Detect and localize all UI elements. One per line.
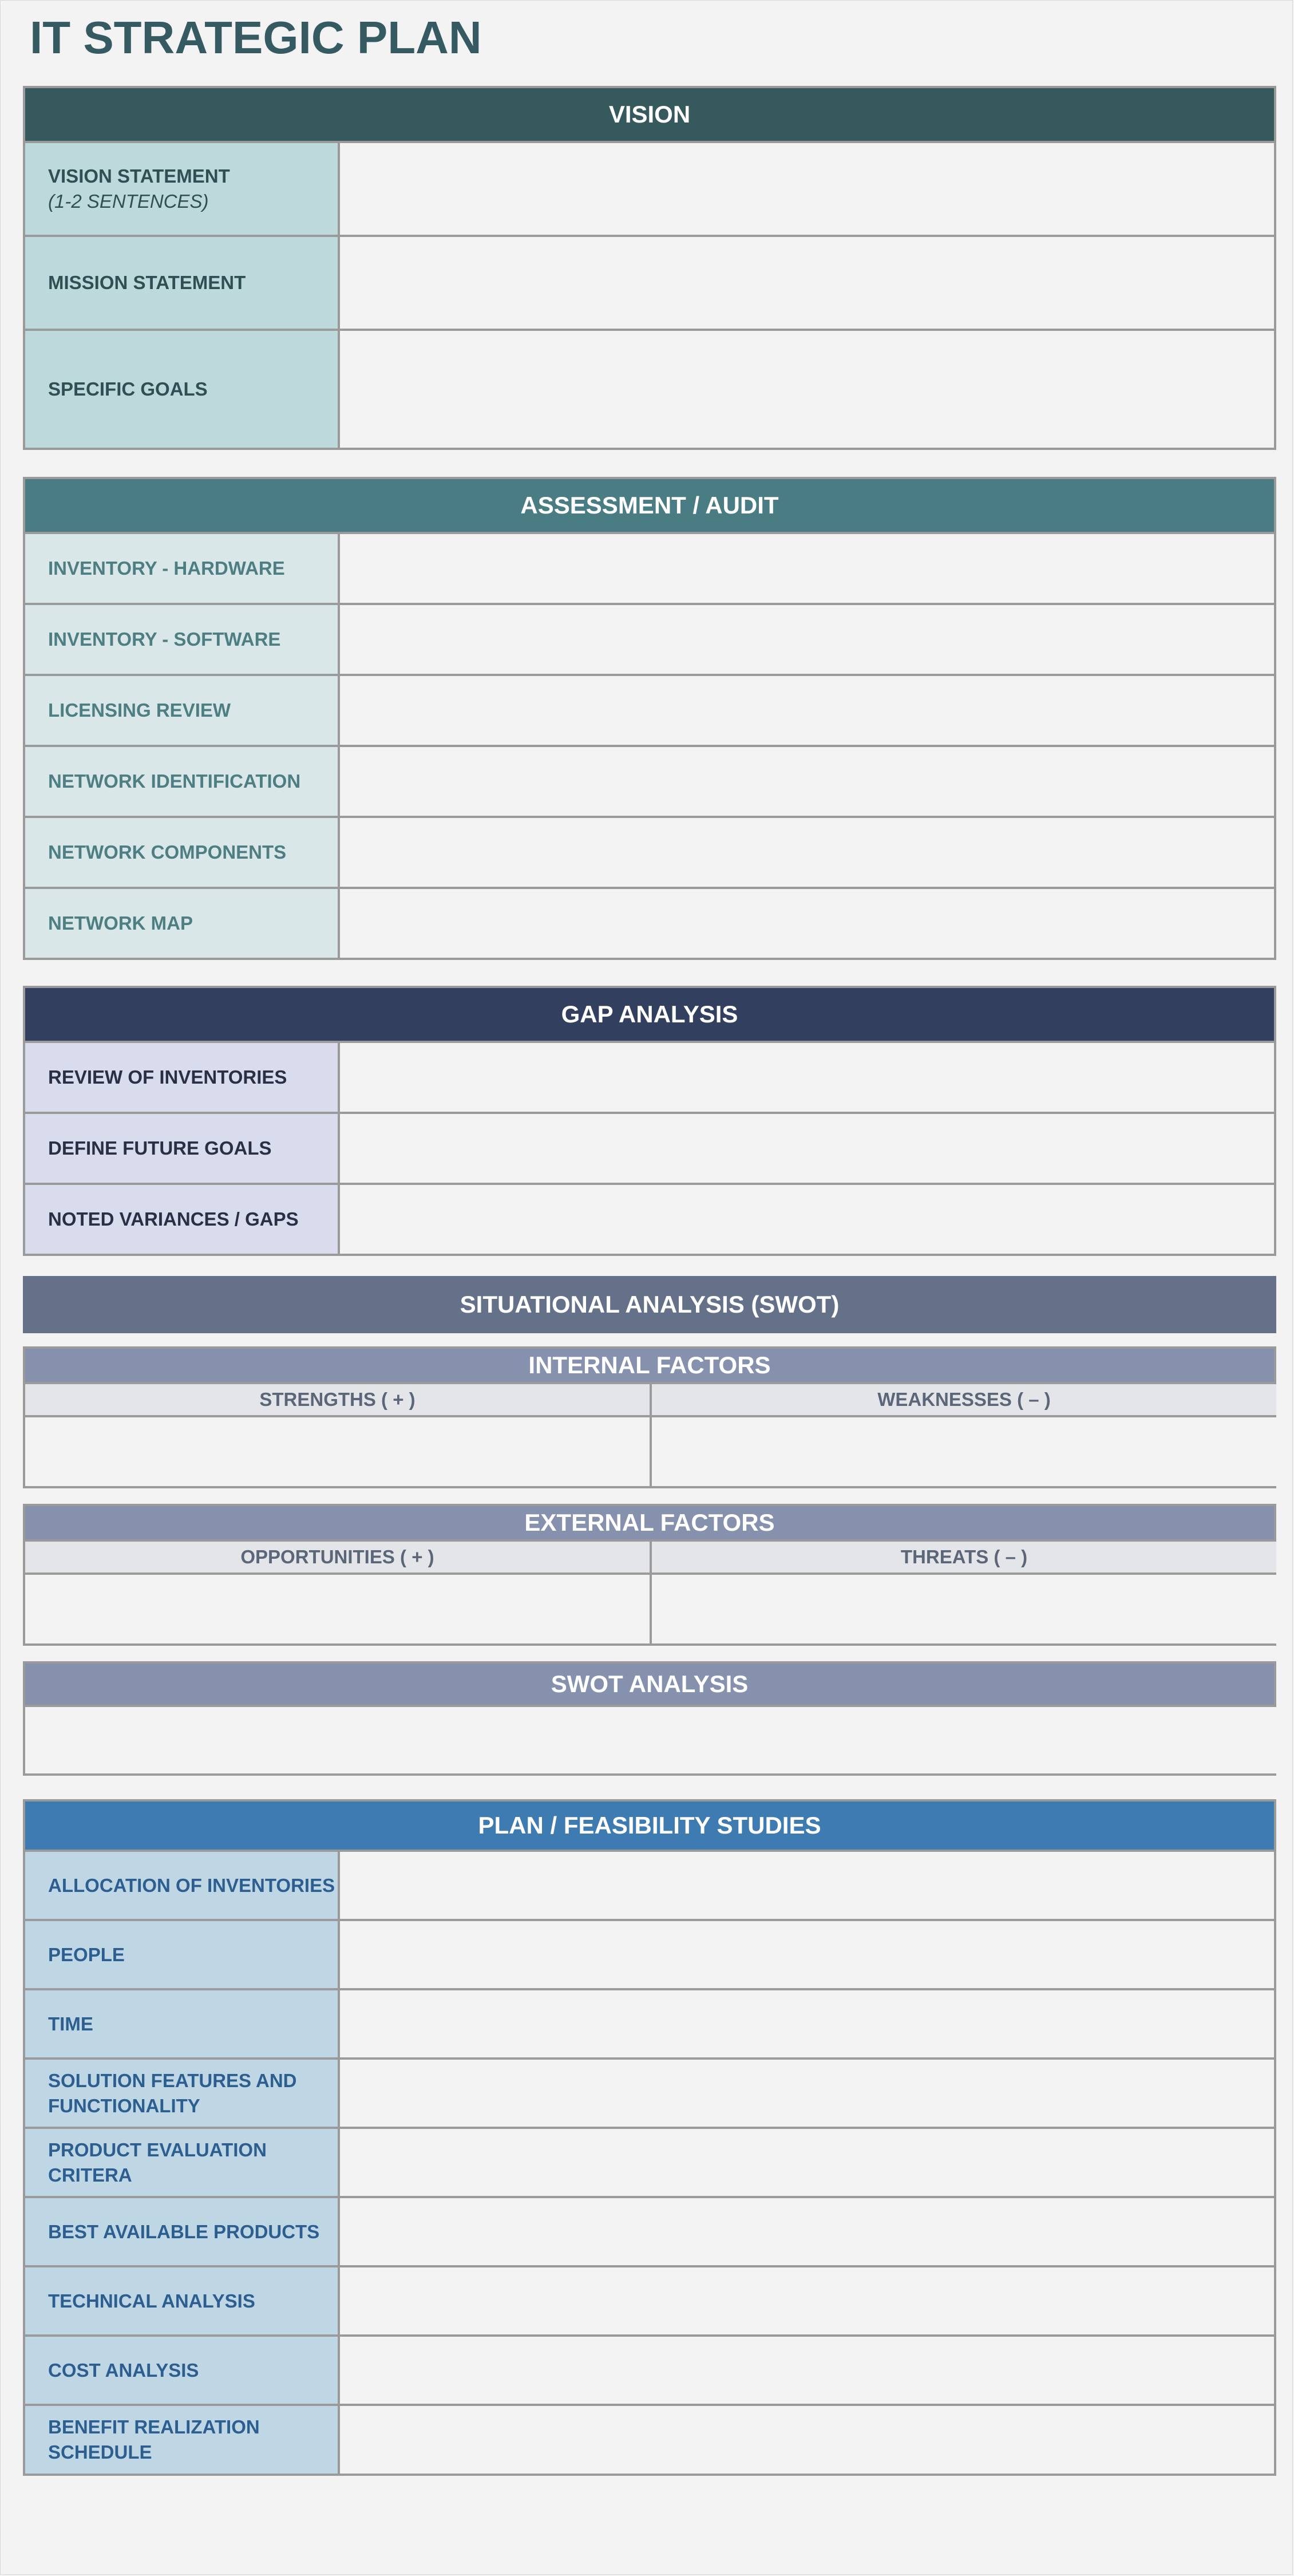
plan-section: PLAN / FEASIBILITY STUDIES ALLOCATION OF… <box>23 1799 1276 2476</box>
plan-row: COST ANALYSIS <box>25 2337 1274 2406</box>
review-inventories-label: REVIEW OF INVENTORIES <box>25 1043 340 1112</box>
threats-field[interactable] <box>652 1575 1276 1646</box>
audit-section: ASSESSMENT / AUDIT INVENTORY - HARDWARE … <box>23 477 1276 960</box>
allocation-inventories-field[interactable] <box>340 1852 1274 1919</box>
swot-analysis-header: SWOT ANALYSIS <box>23 1661 1276 1705</box>
plan-row: ALLOCATION OF INVENTORIES <box>25 1852 1274 1921</box>
technical-analysis-label: TECHNICAL ANALYSIS <box>25 2267 340 2334</box>
internal-factors-header: INTERNAL FACTORS <box>23 1346 1276 1382</box>
vision-statement-sublabel: (1-2 SENTENCES) <box>48 191 209 212</box>
solution-features-field[interactable] <box>340 2060 1274 2127</box>
solution-features-label: SOLUTION FEATURES AND FUNCTIONALITY <box>25 2060 340 2127</box>
technical-analysis-field[interactable] <box>340 2267 1274 2334</box>
audit-row: LICENSING REVIEW <box>25 676 1274 747</box>
audit-row: INVENTORY - SOFTWARE <box>25 605 1274 676</box>
define-future-goals-field[interactable] <box>340 1114 1274 1183</box>
time-label: TIME <box>25 1990 340 2057</box>
vision-section: VISION VISION STATEMENT (1-2 SENTENCES) … <box>23 86 1276 450</box>
network-map-label: NETWORK MAP <box>25 889 340 958</box>
external-factors: EXTERNAL FACTORS OPPORTUNITIES ( + ) THR… <box>23 1504 1276 1646</box>
plan-header: PLAN / FEASIBILITY STUDIES <box>23 1799 1276 1852</box>
network-components-field[interactable] <box>340 818 1274 887</box>
inventory-software-field[interactable] <box>340 605 1274 674</box>
plan-row: TECHNICAL ANALYSIS <box>25 2267 1274 2337</box>
gap-row: DEFINE FUTURE GOALS <box>25 1114 1274 1185</box>
threats-header: THREATS ( – ) <box>652 1539 1276 1575</box>
allocation-inventories-label: ALLOCATION OF INVENTORIES <box>25 1852 340 1919</box>
external-factors-header: EXTERNAL FACTORS <box>23 1504 1276 1539</box>
noted-variances-field[interactable] <box>340 1185 1274 1254</box>
swot-header: SITUATIONAL ANALYSIS (SWOT) <box>23 1276 1276 1333</box>
gap-header: GAP ANALYSIS <box>23 986 1276 1043</box>
network-identification-field[interactable] <box>340 747 1274 816</box>
noted-variances-label: NOTED VARIANCES / GAPS <box>25 1185 340 1254</box>
mission-statement-label: MISSION STATEMENT <box>25 237 340 329</box>
vision-statement-field[interactable] <box>340 143 1274 235</box>
swot-analysis-field[interactable] <box>23 1705 1276 1776</box>
network-components-label: NETWORK COMPONENTS <box>25 818 340 887</box>
vision-statement-label: VISION STATEMENT <box>48 165 230 187</box>
inventory-software-label: INVENTORY - SOFTWARE <box>25 605 340 674</box>
licensing-review-label: LICENSING REVIEW <box>25 676 340 745</box>
audit-row: INVENTORY - HARDWARE <box>25 534 1274 605</box>
specific-goals-field[interactable] <box>340 331 1274 448</box>
weaknesses-field[interactable] <box>652 1417 1276 1488</box>
product-evaluation-label: PRODUCT EVALUATION CRITERA <box>25 2129 340 2196</box>
gap-section: GAP ANALYSIS REVIEW OF INVENTORIES DEFIN… <box>23 986 1276 1256</box>
licensing-review-field[interactable] <box>340 676 1274 745</box>
network-map-field[interactable] <box>340 889 1274 958</box>
gap-row: NOTED VARIANCES / GAPS <box>25 1185 1274 1254</box>
audit-header: ASSESSMENT / AUDIT <box>23 477 1276 534</box>
internal-factors: INTERNAL FACTORS STRENGTHS ( + ) WEAKNES… <box>23 1346 1276 1488</box>
network-identification-label: NETWORK IDENTIFICATION <box>25 747 340 816</box>
opportunities-field[interactable] <box>23 1575 652 1646</box>
vision-row: VISION STATEMENT (1-2 SENTENCES) <box>25 143 1274 237</box>
product-evaluation-field[interactable] <box>340 2129 1274 2196</box>
review-inventories-field[interactable] <box>340 1043 1274 1112</box>
strengths-header: STRENGTHS ( + ) <box>23 1382 652 1417</box>
gap-row: REVIEW OF INVENTORIES <box>25 1043 1274 1114</box>
plan-row: SOLUTION FEATURES AND FUNCTIONALITY <box>25 2060 1274 2129</box>
plan-row: PRODUCT EVALUATION CRITERA <box>25 2129 1274 2198</box>
strengths-field[interactable] <box>23 1417 652 1488</box>
best-products-label: BEST AVAILABLE PRODUCTS <box>25 2198 340 2265</box>
benefit-realization-field[interactable] <box>340 2406 1274 2474</box>
plan-row: TIME <box>25 1990 1274 2060</box>
audit-row: NETWORK COMPONENTS <box>25 818 1274 889</box>
inventory-hardware-field[interactable] <box>340 534 1274 603</box>
plan-row: PEOPLE <box>25 1921 1274 1990</box>
vision-header: VISION <box>23 86 1276 143</box>
plan-row: BENEFIT REALIZATION SCHEDULE <box>25 2406 1274 2474</box>
weaknesses-header: WEAKNESSES ( – ) <box>652 1382 1276 1417</box>
swot-analysis: SWOT ANALYSIS <box>23 1661 1276 1776</box>
opportunities-header: OPPORTUNITIES ( + ) <box>23 1539 652 1575</box>
specific-goals-label: SPECIFIC GOALS <box>25 331 340 448</box>
cost-analysis-field[interactable] <box>340 2337 1274 2404</box>
time-field[interactable] <box>340 1990 1274 2057</box>
people-label: PEOPLE <box>25 1921 340 1988</box>
page-title: IT STRATEGIC PLAN <box>30 12 482 63</box>
mission-statement-field[interactable] <box>340 237 1274 329</box>
cost-analysis-label: COST ANALYSIS <box>25 2337 340 2404</box>
row-label: VISION STATEMENT (1-2 SENTENCES) <box>25 143 340 235</box>
vision-row: MISSION STATEMENT <box>25 237 1274 331</box>
inventory-hardware-label: INVENTORY - HARDWARE <box>25 534 340 603</box>
audit-row: NETWORK MAP <box>25 889 1274 958</box>
plan-row: BEST AVAILABLE PRODUCTS <box>25 2198 1274 2267</box>
audit-row: NETWORK IDENTIFICATION <box>25 747 1274 818</box>
best-products-field[interactable] <box>340 2198 1274 2265</box>
define-future-goals-label: DEFINE FUTURE GOALS <box>25 1114 340 1183</box>
people-field[interactable] <box>340 1921 1274 1988</box>
vision-row: SPECIFIC GOALS <box>25 331 1274 448</box>
benefit-realization-label: BENEFIT REALIZATION SCHEDULE <box>25 2406 340 2474</box>
